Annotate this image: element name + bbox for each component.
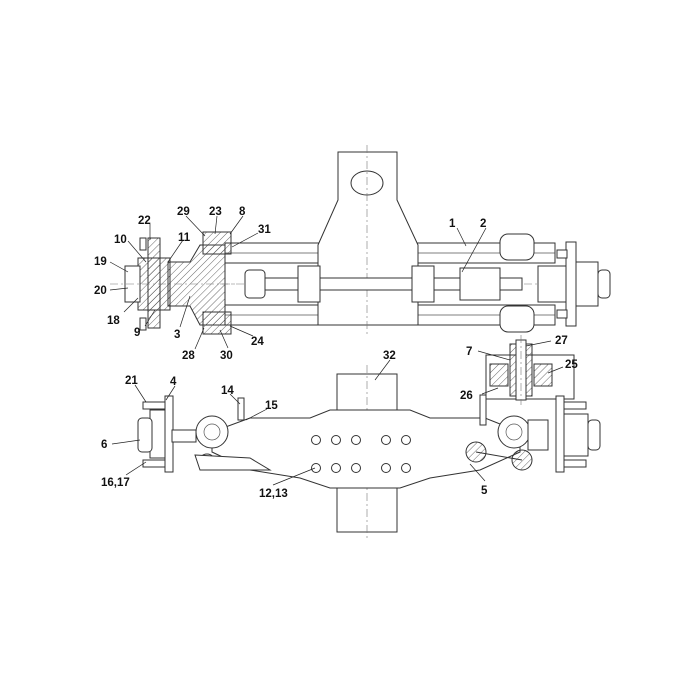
top-view — [110, 145, 611, 335]
callout-29: 29 — [177, 206, 190, 218]
callout-31: 31 — [258, 224, 271, 236]
callout-28: 28 — [182, 350, 195, 362]
callout-leaders — [109, 215, 564, 486]
right-steering-knuckle — [465, 394, 601, 473]
callout-16-17: 16,17 — [101, 477, 130, 489]
right-hub-assembly — [499, 233, 611, 333]
callout-2: 2 — [480, 218, 486, 230]
left-steering-knuckle — [137, 395, 272, 473]
detail-view — [485, 335, 575, 405]
callout-4: 4 — [170, 376, 177, 388]
callout-24: 24 — [251, 336, 264, 348]
callout-18: 18 — [107, 315, 120, 327]
callout-30: 30 — [220, 350, 233, 362]
callout-23: 23 — [209, 206, 222, 218]
callout-11: 11 — [178, 232, 191, 244]
tie-rod — [244, 265, 523, 303]
callout-25: 25 — [565, 359, 578, 371]
callout-32: 32 — [383, 350, 396, 362]
callout-21: 21 — [125, 375, 138, 387]
callout-15: 15 — [265, 400, 278, 412]
callout-12-13: 12,13 — [259, 488, 288, 500]
callout-14: 14 — [221, 385, 234, 397]
callout-27: 27 — [555, 335, 568, 347]
callout-22: 22 — [138, 215, 151, 227]
callout-10: 10 — [114, 234, 127, 246]
callout-7: 7 — [466, 346, 472, 358]
front-view — [137, 365, 601, 540]
callout-5: 5 — [481, 485, 488, 497]
callout-19: 19 — [94, 256, 107, 268]
callout-20: 20 — [94, 285, 107, 297]
left-hub-assembly — [110, 231, 235, 335]
axle-beam — [211, 409, 521, 489]
callout-labels: 1 2 3 4 5 6 7 8 9 10 11 12,13 14 15 16,1… — [94, 206, 578, 500]
callout-9: 9 — [134, 327, 140, 339]
callout-6: 6 — [101, 439, 107, 451]
callout-1: 1 — [449, 218, 456, 230]
callout-8: 8 — [239, 206, 246, 218]
callout-26: 26 — [460, 390, 473, 402]
callout-3: 3 — [174, 329, 180, 341]
